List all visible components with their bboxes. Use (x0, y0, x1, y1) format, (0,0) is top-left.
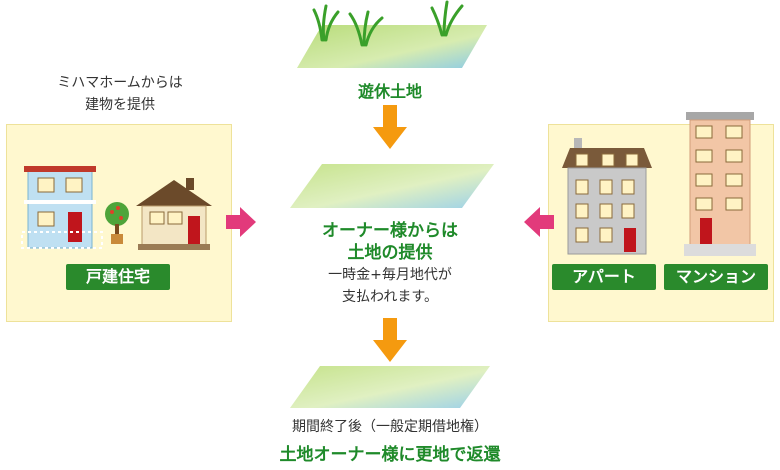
center-sub-line2: 支払われます。 (342, 289, 438, 305)
center-heading-line2: 土地の提供 (347, 243, 433, 263)
right-arrow-icon (226, 207, 256, 237)
house-icon (21, 166, 103, 249)
idle-land-illustration (297, 0, 487, 68)
center-heading-line1: オーナー様からは (322, 221, 458, 241)
left-caption-line2: 建物を提供 (85, 97, 155, 113)
apartment-icon (562, 138, 652, 255)
house-icon (136, 178, 212, 250)
mansion-icon (684, 112, 756, 256)
bottom-line2: 土地オーナー様に更地で返還 (279, 445, 501, 465)
down-arrow-icon (373, 105, 407, 149)
idle-land-label: 遊休土地 (357, 82, 422, 101)
left-caption-line1: ミハマホームからは (57, 75, 183, 91)
down-arrow-icon (373, 318, 407, 362)
tree-icon (105, 202, 129, 244)
bottom-line1: 期間終了後（一般定期借地権） (292, 419, 488, 435)
left-arrow-icon (524, 207, 554, 237)
detached-house-badge: 戸建住宅 (66, 264, 170, 290)
returned-land-illustration (290, 366, 490, 408)
center-sub-line1: 一時金+毎月地代が (328, 267, 452, 283)
mansion-badge: マンション (664, 264, 768, 290)
land-plot-illustration (290, 164, 494, 208)
apartment-badge: アパート (552, 264, 656, 290)
